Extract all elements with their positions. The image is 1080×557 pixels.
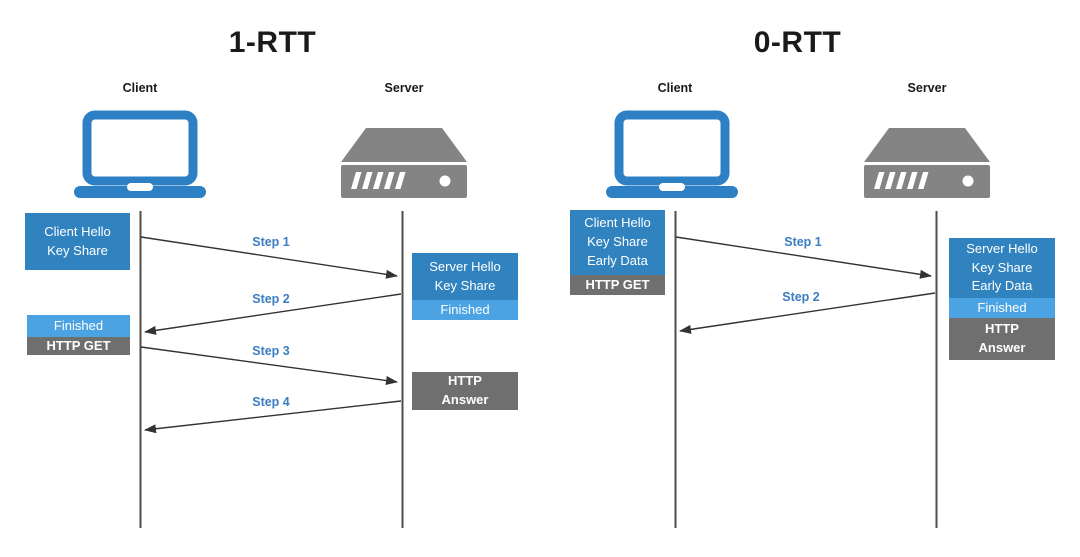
server-hello-box: Server Hello Key Share Finished — [412, 253, 518, 320]
finished-http-get-box: Finished HTTP GET — [27, 315, 130, 355]
message-line: Server Hello — [966, 240, 1038, 256]
message-line: Client Hello — [584, 215, 651, 231]
client-hello-box: Client Hello Key Share Early Data HTTP G… — [570, 210, 665, 295]
laptop-icon — [606, 110, 738, 198]
step-label: Step 1 — [252, 235, 290, 249]
message-line: Key Share — [587, 234, 648, 250]
message-line: Key Share — [47, 242, 108, 258]
diagram-title: 0-RTT — [753, 26, 842, 59]
client-label: Client — [657, 81, 693, 95]
step-label: Step 4 — [252, 395, 290, 409]
http-answer-box: HTTP Answer — [412, 372, 518, 410]
message-segment: Finished — [412, 300, 518, 320]
message-line: Finished — [977, 299, 1027, 315]
message-segment: Server Hello Key Share Early Data — [949, 238, 1055, 298]
message-segment: Client Hello Key Share Early Data — [570, 210, 665, 275]
step-label: Step 2 — [782, 290, 820, 304]
server-icon — [864, 128, 990, 198]
message-line: Key Share — [971, 259, 1033, 275]
message-line: Server Hello — [429, 258, 501, 274]
laptop-icon — [74, 110, 206, 198]
server-label: Server — [907, 81, 947, 95]
client-hello-box: Client Hello Key Share — [25, 213, 130, 270]
message-line: Answer — [441, 392, 489, 407]
message-line: Finished — [440, 301, 490, 317]
step-label: Step 2 — [252, 292, 290, 306]
message-segment: HTTP GET — [27, 337, 130, 355]
step-label: Step 3 — [252, 344, 290, 358]
message-line: HTTP — [448, 373, 482, 389]
message-line: Early Data — [587, 252, 648, 268]
message-segment: Finished — [27, 315, 130, 337]
message-line: HTTP GET — [46, 337, 111, 353]
message-line: Answer — [978, 340, 1026, 355]
client-label: Client — [122, 81, 158, 95]
message-segment: HTTP Answer — [412, 372, 518, 410]
message-line: Finished — [53, 317, 104, 333]
message-segment: Server Hello Key Share — [412, 253, 518, 300]
message-segment: HTTP GET — [570, 275, 665, 295]
diagram-title: 1-RTT — [228, 26, 317, 59]
message-line: Client Hello — [44, 223, 111, 239]
message-line: Key Share — [434, 277, 496, 293]
message-segment: Client Hello Key Share — [25, 213, 130, 270]
message-line: HTTP — [985, 321, 1019, 337]
server-icon — [341, 128, 467, 198]
message-line: HTTP GET — [585, 276, 650, 292]
server-label: Server — [384, 81, 424, 95]
message-line: Early Data — [971, 278, 1033, 294]
message-segment: HTTP Answer — [949, 318, 1055, 360]
server-hello-box: Server Hello Key Share Early Data Finish… — [949, 238, 1055, 360]
step-label: Step 1 — [784, 235, 822, 249]
message-segment: Finished — [949, 298, 1055, 318]
